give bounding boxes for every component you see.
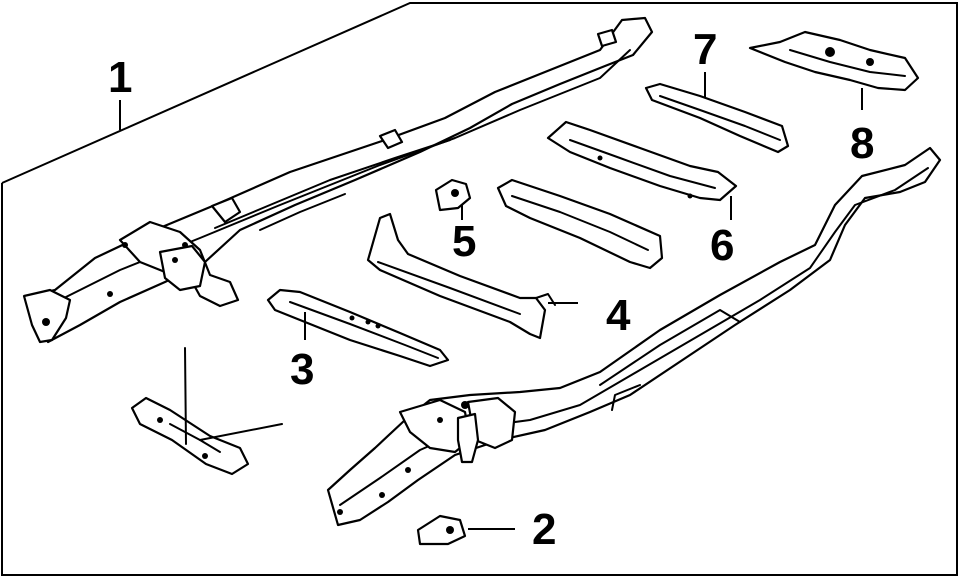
callout-8: 8 xyxy=(850,88,874,168)
transmission-support[interactable] xyxy=(496,178,664,270)
right-side-rail[interactable] xyxy=(326,146,942,527)
crossmember-part-7[interactable] xyxy=(644,82,790,154)
bracket-part-5[interactable] xyxy=(434,178,472,212)
crossmember-part-4[interactable] xyxy=(366,212,556,340)
svg-text:6: 6 xyxy=(710,221,734,270)
callout-6: 6 xyxy=(710,196,734,270)
crossmember-part-6[interactable] xyxy=(546,120,738,202)
jack-tool[interactable] xyxy=(130,347,283,476)
frame-assembly[interactable] xyxy=(22,16,654,344)
crossmember-part-3[interactable] xyxy=(266,288,450,368)
svg-text:5: 5 xyxy=(452,217,476,266)
svg-text:3: 3 xyxy=(290,345,314,394)
callout-7: 7 xyxy=(693,25,717,98)
svg-text:8: 8 xyxy=(850,119,874,168)
callout-3: 3 xyxy=(290,312,314,394)
callout-1: 1 xyxy=(108,53,132,130)
svg-text:2: 2 xyxy=(532,505,556,554)
svg-text:7: 7 xyxy=(693,25,717,74)
callout-2: 2 xyxy=(468,505,556,554)
svg-text:1: 1 xyxy=(108,53,132,102)
bracket-part-2[interactable] xyxy=(416,514,467,546)
crossmember-part-8[interactable] xyxy=(748,30,920,92)
callout-5: 5 xyxy=(452,205,476,266)
callout-4: 4 xyxy=(548,291,631,340)
svg-text:4: 4 xyxy=(606,291,631,340)
